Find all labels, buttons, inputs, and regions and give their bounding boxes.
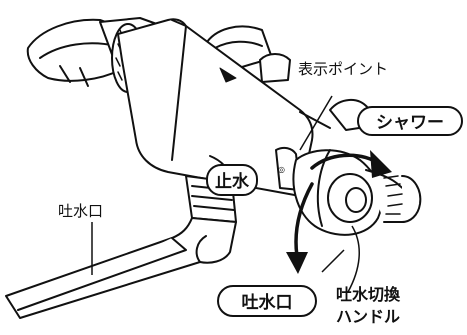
stop-water-label: 止水 bbox=[215, 171, 250, 192]
switch-handle-label-line2: ハンドル bbox=[336, 307, 400, 326]
spout-pill-label: 吐水口 bbox=[242, 292, 293, 313]
arrow-head-spout bbox=[286, 252, 308, 274]
switch-handle-label-line1: 吐水切換 bbox=[336, 285, 401, 304]
display-point-label: 表示ポイント bbox=[298, 60, 388, 78]
leader-lines bbox=[91, 95, 360, 293]
pill-spout: 吐水口 bbox=[217, 285, 317, 317]
spout-label: 吐水口 bbox=[58, 202, 103, 220]
arrow-head-shower bbox=[370, 150, 392, 178]
switch-handle bbox=[292, 149, 422, 236]
pill-shower: シャワー bbox=[357, 106, 463, 136]
shower-label: シャワー bbox=[376, 113, 444, 133]
spout-pipe bbox=[5, 217, 237, 319]
svg-text:◎: ◎ bbox=[278, 165, 285, 174]
pill-stop-water: 止水 bbox=[206, 164, 258, 196]
faucet-body bbox=[117, 18, 331, 197]
